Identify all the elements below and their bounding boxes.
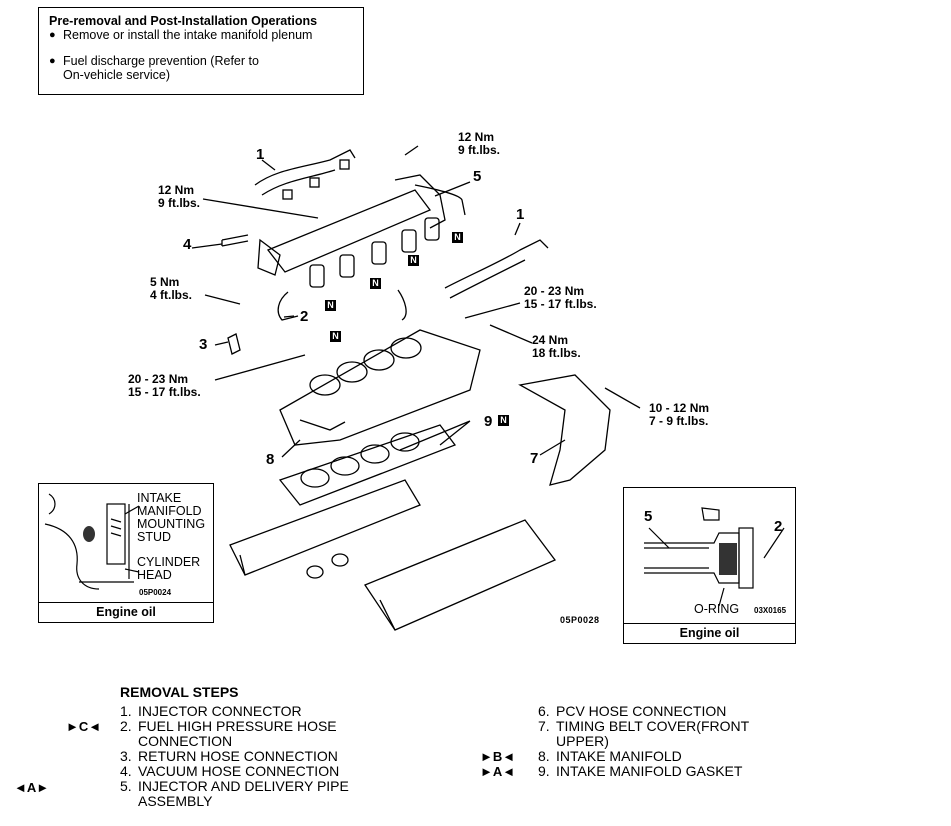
pre-removal-title: Pre-removal and Post-Installation Operat…	[49, 14, 318, 28]
removal-step: 9.INTAKE MANIFOLD GASKET	[538, 763, 743, 779]
part-number: 5	[644, 508, 653, 525]
pre-item: ●Fuel discharge prevention (Refer to	[49, 54, 259, 68]
inset-label: HEAD	[137, 568, 172, 582]
removal-step: 6.PCV HOSE CONNECTION	[538, 703, 727, 719]
pre-removal-box: Pre-removal and Post-Installation Operat…	[38, 7, 364, 95]
inset-code: 03X0165	[754, 606, 787, 615]
part-number: 2	[300, 308, 309, 325]
removal-step: 5.INJECTOR AND DELIVERY PIPE	[120, 778, 349, 794]
inset-footer: Engine oil	[624, 623, 795, 643]
removal-step: ASSEMBLY	[138, 793, 213, 809]
n-mark: N	[370, 278, 381, 289]
oring-drawing	[644, 507, 785, 607]
inset-label: INTAKE	[137, 491, 182, 505]
removal-step: 1.INJECTOR CONNECTOR	[120, 703, 302, 719]
part-number: 8	[266, 451, 275, 468]
removal-step: 4.VACUUM HOSE CONNECTION	[120, 763, 340, 779]
part-number: 1	[256, 146, 265, 163]
service-mark: ►B◄	[480, 749, 516, 764]
n-mark: N	[325, 300, 336, 311]
service-mark: ►A◄	[480, 764, 516, 779]
inset-code: 05P0024	[139, 588, 172, 597]
part-number: 4	[183, 236, 192, 253]
n-mark: N	[498, 415, 509, 426]
inset-label: MANIFOLD	[137, 504, 202, 518]
n-mark: N	[330, 331, 341, 342]
stud-drawing	[44, 493, 140, 590]
figure-code: 05P0028	[560, 615, 600, 625]
part-number: 9	[484, 413, 493, 430]
part-number: 2	[774, 518, 783, 535]
n-mark: N	[452, 232, 463, 243]
part-number: 1	[516, 206, 525, 223]
n-mark: N	[408, 255, 419, 266]
service-mark: ►C◄	[66, 719, 102, 734]
inset-label: MOUNTING	[137, 517, 206, 531]
pre-item: ●Remove or install the intake manifold p…	[49, 28, 313, 42]
oring-label: O-RING	[694, 602, 740, 616]
removal-step: UPPER)	[556, 733, 609, 749]
removal-steps-title: REMOVAL STEPS	[120, 684, 239, 700]
pre-item: On-vehicle service)	[63, 68, 170, 82]
part-number: 7	[530, 450, 539, 467]
inset-oring: 5 2 O-RING 03X0165 Engine oil	[623, 487, 796, 644]
removal-step: 8.INTAKE MANIFOLD	[538, 748, 682, 764]
removal-step: 7.TIMING BELT COVER(FRONT	[538, 718, 750, 734]
inset-footer: Engine oil	[39, 602, 213, 622]
service-mark: ◄A►	[14, 780, 50, 795]
removal-step: CONNECTION	[138, 733, 233, 749]
part-number: 3	[199, 336, 208, 353]
removal-step: 2.FUEL HIGH PRESSURE HOSE	[120, 718, 337, 734]
inset-label: CYLINDER	[137, 555, 201, 569]
inset-mounting-stud: INTAKE MANIFOLD MOUNTING STUD CYLINDER H…	[38, 483, 214, 623]
removal-step: 3.RETURN HOSE CONNECTION	[120, 748, 338, 764]
inset-label: STUD	[137, 530, 172, 544]
part-number: 5	[473, 168, 482, 185]
